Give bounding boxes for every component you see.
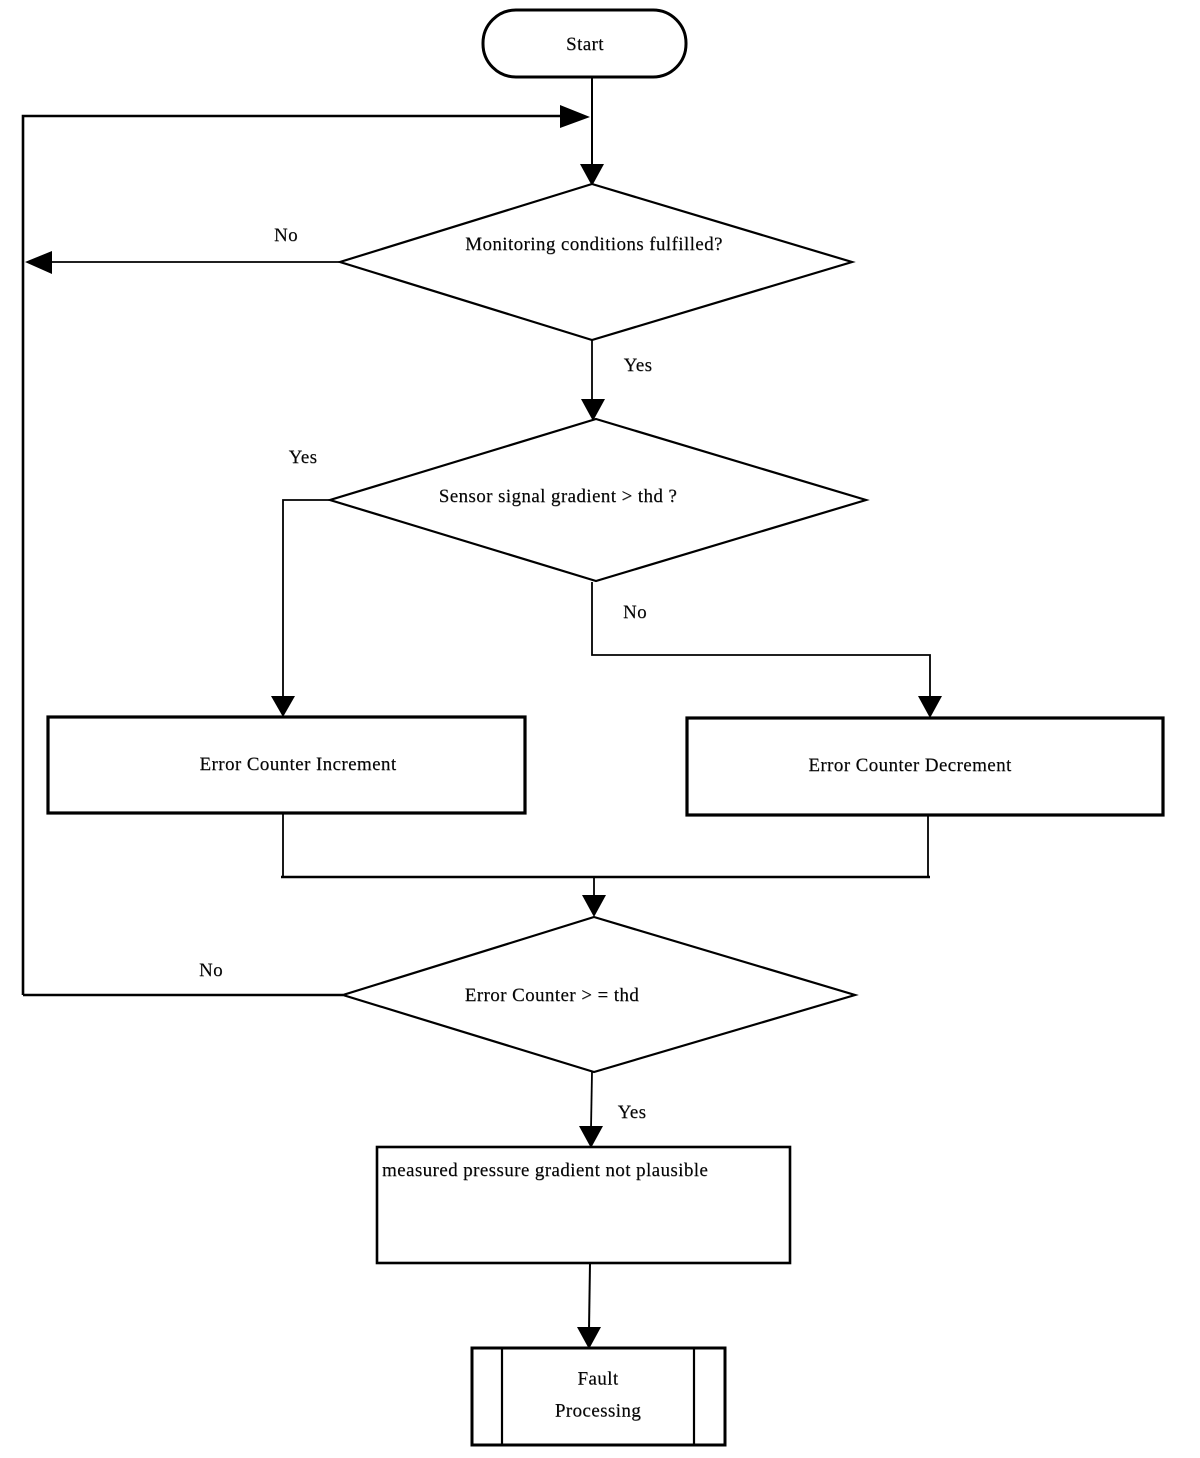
- fault-outer-rect: [470, 1346, 727, 1447]
- counter-label: Error Counter > = thd: [464, 985, 640, 1006]
- arrowhead-into-decrement-icon: [918, 696, 942, 718]
- monitoring-label: Monitoring conditions fulfilled?: [465, 234, 723, 255]
- arrowhead-into-plausible-icon: [579, 1126, 603, 1148]
- edge-gradient-yes-path: [282, 499, 330, 698]
- fault-label: Fault Processing: [554, 1368, 642, 1422]
- edge-monitoring-yes: [581, 340, 605, 421]
- arrowhead-into-increment-icon: [271, 696, 295, 717]
- edge-gradient-yes: [271, 499, 330, 717]
- edge-gradient-no: [591, 582, 942, 718]
- monitoring-diamond: [336, 182, 856, 342]
- edge-start-to-monitoring: [580, 78, 604, 186]
- increment-label: Error Counter Increment: [199, 754, 397, 775]
- arrowhead-feedback-into-main-icon: [560, 105, 590, 128]
- plausible-box: [375, 1145, 792, 1265]
- gradient-diamond: [326, 417, 870, 583]
- plausible-label: measured pressure gradient not plausible: [382, 1160, 709, 1181]
- monitoring-no-label: No: [273, 225, 299, 246]
- arrowhead-monitoring-no-icon: [25, 251, 52, 274]
- edge-gradient-no-path: [591, 582, 931, 698]
- edge-merge-to-counter: [281, 813, 930, 917]
- start-label: Start: [566, 34, 604, 55]
- edge-monitoring-no: [25, 251, 340, 274]
- decrement-box: [685, 716, 1165, 817]
- edge-counter-yes: [579, 1071, 603, 1148]
- increment-box: [46, 715, 527, 815]
- monitoring-yes-label: Yes: [623, 355, 653, 376]
- edge-plausible-to-fault: [577, 1262, 601, 1349]
- counter-no-label: No: [198, 960, 224, 981]
- start-terminator: [481, 8, 688, 79]
- decrement-label: Error Counter Decrement: [808, 755, 1012, 776]
- arrowhead-into-counter-icon: [582, 895, 606, 917]
- edge-counter-yes-path: [590, 1071, 593, 1130]
- arrowhead-into-fault-icon: [577, 1327, 601, 1349]
- gradient-label: Sensor signal gradient > thd ?: [438, 486, 678, 507]
- edge-plausible-to-fault-path: [588, 1262, 591, 1331]
- feedback-return-path: [21, 114, 562, 995]
- feedback-return-line: [21, 105, 590, 995]
- gradient-yes-label: Yes: [288, 447, 318, 468]
- arrowhead-into-gradient-icon: [581, 399, 605, 421]
- gradient-no-label: No: [622, 602, 648, 623]
- arrowhead-into-monitoring-icon: [580, 164, 604, 186]
- counter-diamond: [339, 915, 859, 1074]
- counter-yes-label: Yes: [617, 1102, 647, 1123]
- fault-process-box: [470, 1346, 727, 1447]
